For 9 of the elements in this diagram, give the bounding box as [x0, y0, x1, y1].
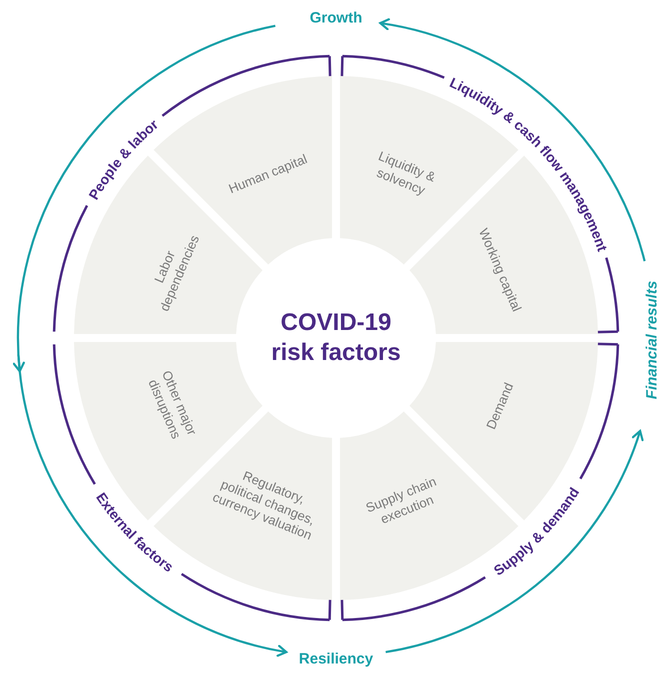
cycle-arrow [379, 18, 646, 262]
cycle-label: Financial results [644, 280, 660, 400]
cycle-arrow [13, 24, 276, 372]
segment-label: Human capital [225, 150, 310, 198]
center-title: COVID-19 risk factors [261, 308, 411, 368]
cycle-arrow [17, 354, 288, 656]
cycle-label: Resiliency [298, 650, 374, 668]
cycle-arrow [385, 430, 644, 654]
cycle-label: Growth [310, 10, 362, 26]
